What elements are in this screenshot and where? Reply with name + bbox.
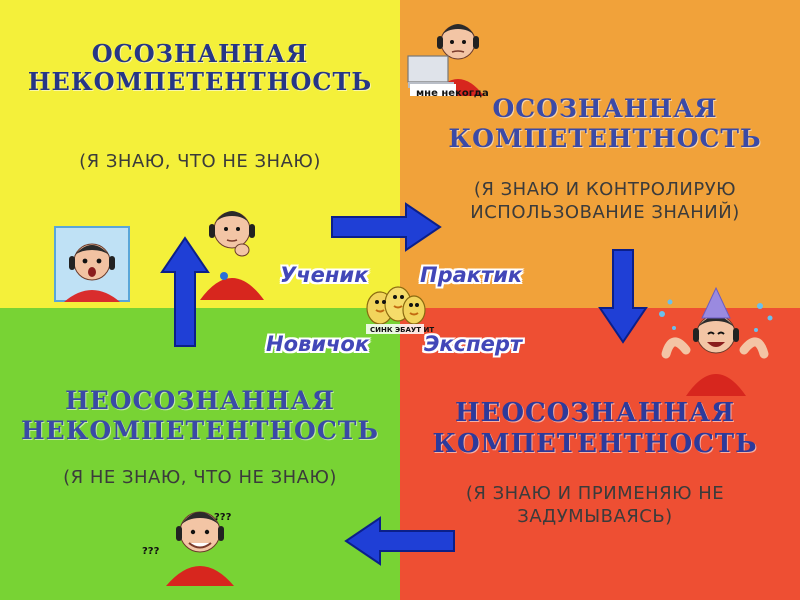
thinking-boy-avatar xyxy=(196,196,268,300)
arrow-right-icon xyxy=(330,202,442,252)
title-line: КОМПЕТЕНТНОСТЬ xyxy=(432,428,758,459)
subtitle-conscious-competence: (Я ЗНАЮ И КОНТРОЛИРУЮ ИСПОЛЬЗОВАНИЕ ЗНАН… xyxy=(440,178,770,225)
title-line: НЕКОМПЕТЕНТНОСТЬ xyxy=(27,67,373,97)
title-line: ОСОЗНАННАЯ xyxy=(91,39,309,68)
role-novice-label: Новичок xyxy=(266,332,370,356)
subtitle-line: ЗАДУМЫВАЯСЬ) xyxy=(517,506,673,528)
thinking-ducks-icon xyxy=(360,280,430,341)
role-expert-label: Эксперт xyxy=(424,332,523,356)
subtitle-line: (Я ЗНАЮ И ПРИМЕНЯЮ НЕ xyxy=(465,483,725,504)
arrow-left-icon xyxy=(344,516,456,566)
subtitle-line: ИСПОЛЬЗОВАНИЕ ЗНАНИЙ) xyxy=(470,202,740,224)
quadrant-unconscious-competence xyxy=(400,308,800,600)
ducks-caption: СИНК ЭБАУТ ИТ xyxy=(370,326,435,334)
role-student-label: Ученик xyxy=(280,263,369,287)
role-practitioner-label: Практик xyxy=(420,263,523,287)
subtitle-unconscious-incompetence: (Я НЕ ЗНАЮ, ЧТО НЕ ЗНАЮ) xyxy=(63,467,337,488)
busy-caption: мне некогда xyxy=(416,88,489,99)
title-unconscious-incompetence: НЕОСОЗНАННАЯ НЕКОМПЕТЕНТНОСТЬ xyxy=(20,386,380,445)
arrow-down-icon xyxy=(598,248,648,344)
title-line: НЕКОМПЕТЕНТНОСТЬ xyxy=(21,415,379,445)
subtitle-unconscious-competence: (Я ЗНАЮ И ПРИМЕНЯЮ НЕ ЗАДУМЫВАЯСЬ) xyxy=(430,482,760,529)
title-conscious-competence: ОСОЗНАННАЯ КОМПЕТЕНТНОСТЬ xyxy=(440,94,770,153)
title-line: НЕОСОЗНАННАЯ xyxy=(65,386,335,415)
title-unconscious-competence: НЕОСОЗНАННАЯ КОМПЕТЕНТНОСТЬ xyxy=(420,398,770,459)
subtitle-conscious-incompetence: (Я ЗНАЮ, ЧТО НЕ ЗНАЮ) xyxy=(79,151,321,172)
arrow-up-icon xyxy=(160,236,210,348)
title-line: ОСОЗНАННАЯ xyxy=(492,94,718,123)
busy-boy-avatar xyxy=(406,12,490,96)
question-marks-label: ??? xyxy=(142,546,160,557)
title-line: НЕОСОЗНАННАЯ xyxy=(454,398,736,428)
confused-boy-avatar xyxy=(158,494,242,586)
question-marks-label: ??? xyxy=(214,512,232,523)
shocked-boy-avatar xyxy=(54,226,130,302)
subtitle-line: (Я ЗНАЮ И КОНТРОЛИРУЮ xyxy=(473,179,737,200)
title-conscious-incompetence: ОСОЗНАННАЯ НЕКОМПЕТЕНТНОСТЬ xyxy=(20,39,380,97)
title-line: КОМПЕТЕНТНОСТЬ xyxy=(448,123,762,153)
celebrating-boy-avatar xyxy=(652,284,778,396)
